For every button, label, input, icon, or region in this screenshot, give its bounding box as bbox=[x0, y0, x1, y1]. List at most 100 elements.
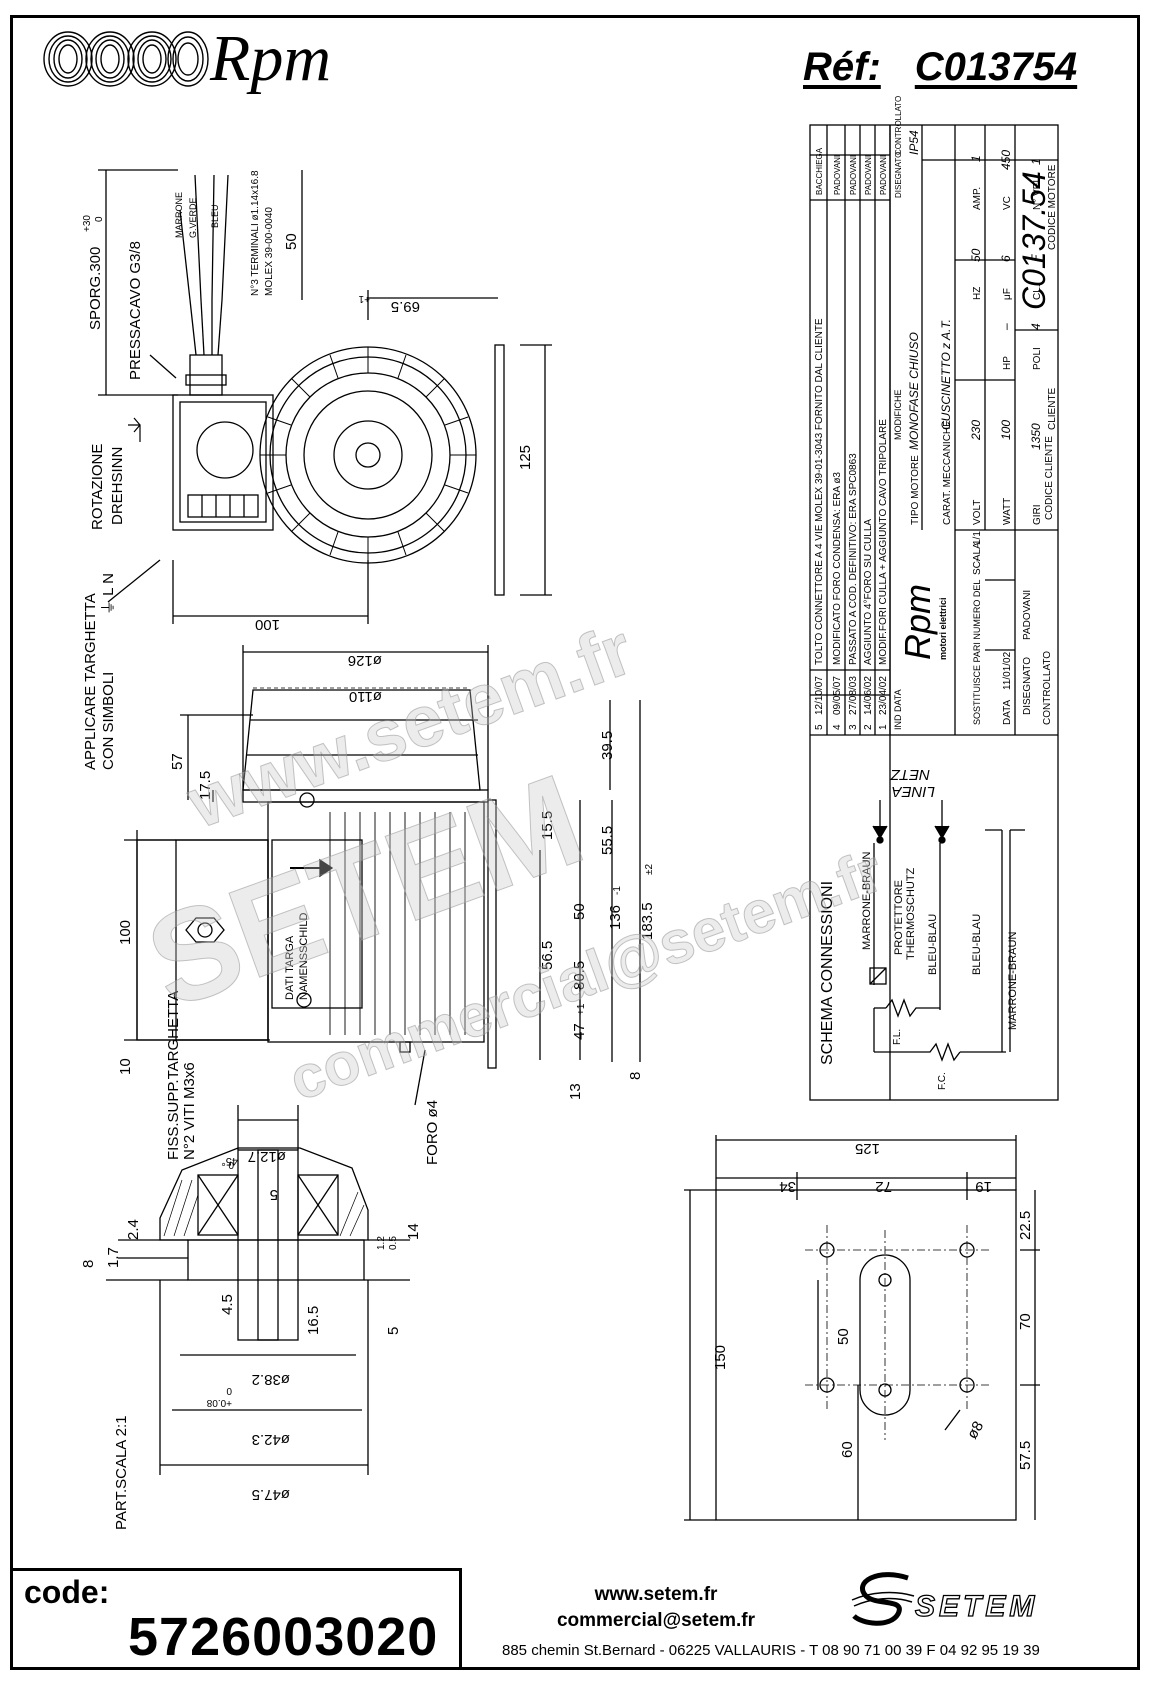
cable-label-marrone: MARRONE bbox=[174, 192, 184, 238]
dim-d110: ø110 bbox=[349, 688, 382, 705]
terminal-note-1: N°3 TERMINALI ø1.14x16.8 bbox=[250, 170, 261, 296]
rev-2-text: AGGIUNTO 4°FORO SU CULLA bbox=[863, 519, 874, 665]
rev-header-controllato: CONTROLLATO bbox=[894, 96, 903, 155]
rev-4-n: 4 bbox=[832, 724, 843, 730]
gland-label: PRESSACAVO G3/8 bbox=[127, 241, 144, 380]
rev-1-n: 1 bbox=[878, 724, 889, 730]
cable-label-verde: G.VERDE bbox=[188, 197, 198, 238]
spec-giri-label: GIRI bbox=[1032, 504, 1043, 525]
setem-logo-icon bbox=[851, 1572, 915, 1626]
email-link[interactable]: commercial@setem.fr bbox=[556, 1610, 756, 1631]
dim-57: 57 bbox=[169, 753, 186, 770]
schema-linea: LINEA bbox=[892, 783, 935, 800]
fiss-label-1: FISS.SUPP.TARGHETTA bbox=[165, 991, 182, 1160]
codice-motore-label: CODICE MOTORE bbox=[1047, 164, 1058, 250]
spec-nvel-label: N° VEL. bbox=[1032, 174, 1043, 210]
plate-label-1: DATI TARGA bbox=[284, 935, 296, 1000]
company-address: 885 chemin St.Bernard - 06225 VALLAURIS … bbox=[502, 1642, 1040, 1659]
disegnato-value: PADOVANI bbox=[1022, 590, 1033, 640]
reference-value: C013754 bbox=[914, 45, 1078, 89]
title-block-frame bbox=[809, 124, 1059, 1101]
dim-8-detail: 8 bbox=[80, 1260, 97, 1268]
spec-volt-label: VOLT bbox=[972, 500, 983, 525]
dim-80-5: 80.5 bbox=[571, 961, 588, 990]
rev-3-by: PADOVANI bbox=[849, 155, 858, 195]
rpm-logo-coils bbox=[43, 31, 209, 87]
dim-base-50: 50 bbox=[835, 1328, 852, 1345]
rev-2-by: PADOVANI bbox=[864, 155, 873, 195]
dim-136: 136 bbox=[607, 905, 624, 930]
rev-3-n: 3 bbox=[848, 724, 859, 730]
rev-2-n: 2 bbox=[863, 724, 874, 730]
codice-motore-value: C0137.54 bbox=[1016, 171, 1052, 310]
schema-bleu-2: BLEU-BLAU bbox=[971, 914, 983, 975]
spec-uf-value: 6 bbox=[999, 255, 1013, 262]
reference-number: Réf:C013754 bbox=[803, 45, 1077, 90]
spec-watt-label: WATT bbox=[1002, 498, 1013, 525]
dim-136-tol: -1 bbox=[612, 886, 623, 895]
rev-header-disegnato: DISEGNATO bbox=[894, 152, 903, 198]
dim-4-5: 4.5 bbox=[219, 1294, 236, 1315]
rev-5-by: BACCHIEGA bbox=[815, 147, 824, 195]
foro-label: FORO ø4 bbox=[424, 1100, 441, 1165]
sporg-tol-plus: +30 bbox=[82, 215, 93, 232]
dim-base-72: 72 bbox=[875, 1178, 892, 1195]
spec-watt-value: 100 bbox=[999, 420, 1013, 440]
disegnato-label: DISEGNATO bbox=[1022, 657, 1033, 715]
dim-50-tol: +1 bbox=[576, 1003, 587, 1015]
cliente-label: CLIENTE bbox=[1047, 387, 1058, 430]
title-block-text: 5 12/10/07 TOLTO CONNETTORE A 4 VIE MOLE… bbox=[814, 96, 1058, 730]
sostituisce-value: - bbox=[972, 559, 983, 562]
schema-netz: NETZ bbox=[890, 766, 930, 783]
drawing-sheet bbox=[10, 15, 1140, 1670]
schema-marrone-1: MARRONE-BRAUN bbox=[861, 852, 873, 950]
dim-183-5-tol: ±2 bbox=[644, 864, 655, 875]
dim-69-5: 69.5 bbox=[391, 298, 420, 315]
dim-5-top: 5 bbox=[270, 1186, 278, 1203]
dim-14: 14 bbox=[405, 1223, 422, 1240]
dim-base-34: 34 bbox=[779, 1178, 796, 1195]
spec-hp-value: – bbox=[999, 323, 1013, 331]
spec-poli-label: POLI bbox=[1032, 347, 1043, 370]
dim-10: 10 bbox=[117, 1058, 134, 1075]
rotation-label-it: ROTAZIONE bbox=[89, 444, 106, 530]
website-link[interactable]: www.setem.fr bbox=[594, 1584, 718, 1605]
cable-length-dim: 50 bbox=[283, 233, 300, 250]
dim-183-5: 183.5 bbox=[639, 902, 656, 940]
scala-label: SCALA bbox=[972, 542, 983, 575]
carat-value: CUSCINETTO z A.T. bbox=[939, 319, 953, 430]
dim-base-d8: ø8 bbox=[964, 1418, 987, 1442]
dim-125: 125 bbox=[517, 445, 534, 470]
dim-tol-0: 0 bbox=[228, 1159, 234, 1170]
rev-1-by: PADOVANI bbox=[879, 155, 888, 195]
code-value: 5726003020 bbox=[128, 1607, 439, 1667]
data-value: 11/01/02 bbox=[1002, 651, 1013, 690]
dim-tol-zero: 0 bbox=[226, 1385, 232, 1396]
title-block-logo: Rpm bbox=[897, 584, 938, 660]
spec-hz-label: HZ bbox=[972, 287, 983, 300]
dim-100-side: 100 bbox=[117, 920, 134, 945]
dim-base-125: 125 bbox=[855, 1140, 880, 1157]
brand-name: Rpm bbox=[210, 22, 331, 95]
data-label: DATA bbox=[1002, 699, 1013, 725]
sporg-dim: SPORG.300 bbox=[87, 247, 104, 330]
spec-giri-value: 1350 bbox=[1029, 423, 1043, 450]
dim-d42-3: ø42.3 bbox=[252, 1431, 290, 1448]
schema-title: SCHEMA CONNESSIONI bbox=[819, 881, 836, 1065]
dim-base-19: 19 bbox=[975, 1178, 992, 1195]
bearing-detail-section bbox=[106, 1105, 410, 1475]
tipo-motore-value: MONOFASE CHIUSO bbox=[907, 332, 921, 450]
title-block-logo-sub: motori elettrici bbox=[938, 597, 948, 660]
dim-50: 50 bbox=[571, 903, 588, 920]
dim-5-detail: 5 bbox=[385, 1327, 402, 1335]
dim-55-5: 55.5 bbox=[599, 826, 616, 855]
sporg-tol-zero: 0 bbox=[94, 216, 105, 222]
dim-d12-7: ø12.7 bbox=[248, 1148, 286, 1165]
carat-label: CARAT. MECCANICHE bbox=[942, 420, 953, 525]
code-box bbox=[10, 1568, 462, 1670]
spec-nvel-value: 1 bbox=[1029, 158, 1043, 165]
spec-cl-label: CL. bbox=[1032, 284, 1043, 300]
rev-3-text: PASSATO A COD. DEFINITIVO: ERA SPC0863 bbox=[848, 453, 859, 665]
dim-tol-1-2: 1.2 bbox=[376, 1236, 387, 1250]
